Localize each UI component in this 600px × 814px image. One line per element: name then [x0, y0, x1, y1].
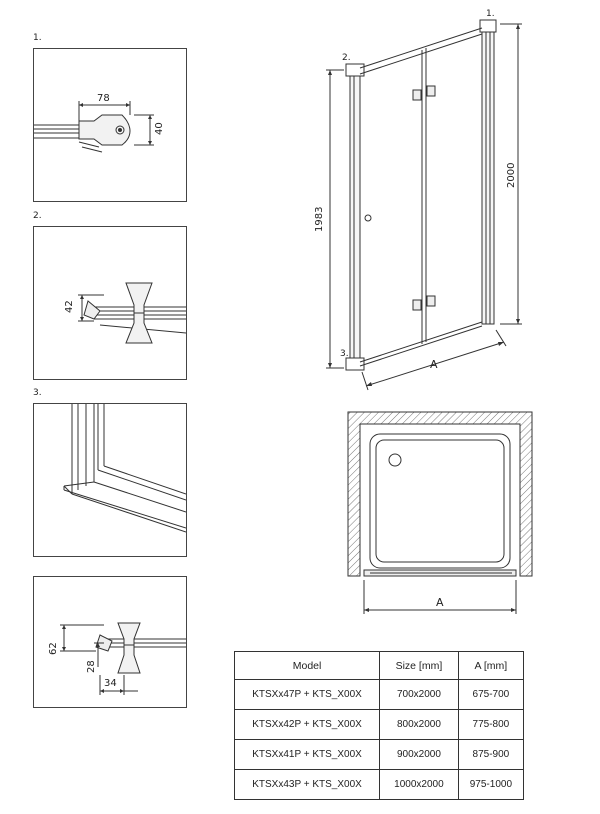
door-height-left: 1983: [314, 207, 325, 232]
detail-1-box: 78 40: [33, 48, 187, 202]
table-row: KTSXx41P + KTS_X00X 900x2000 875-900: [233, 739, 525, 770]
detail-2-dim: 42: [64, 300, 75, 313]
table-header-row: Model Size [mm] A [mm]: [233, 651, 525, 680]
detail-4-box: 62 28 34: [33, 576, 187, 708]
detail-2-label: 2.: [33, 211, 42, 221]
table-header-model: Model: [233, 651, 381, 680]
door-elevation-drawing: 1. 2. 3. 1983 2000 A: [314, 9, 522, 391]
detail-2-box: 42: [33, 226, 187, 380]
door-elevation: 1. 2. 3. 1983 2000 A: [300, 0, 540, 400]
table-cell-model: KTSXx42P + KTS_X00X: [233, 709, 381, 740]
plan-view: A: [340, 408, 540, 620]
detail-2-drawing: 42: [64, 282, 186, 344]
detail-3-box: [33, 403, 187, 557]
detail-1-dim-height: 40: [154, 122, 165, 135]
door-callout-1: 1.: [486, 9, 495, 19]
plan-width-label: A: [436, 596, 444, 609]
detail-1-label: 1.: [33, 33, 42, 43]
table-row: KTSXx42P + KTS_X00X 800x2000 775-800: [233, 709, 525, 740]
spec-table: Model Size [mm] A [mm] KTSXx47P + KTS_X0…: [233, 651, 525, 800]
detail-1-dim-width: 78: [97, 93, 110, 104]
table-cell-a: 875-900: [457, 739, 525, 770]
table-cell-a: 775-800: [457, 709, 525, 740]
table-cell-size: 1000x2000: [379, 769, 459, 800]
detail-4-dim-a: 62: [48, 642, 59, 655]
table-cell-model: KTSXx47P + KTS_X00X: [233, 679, 381, 710]
table-cell-size: 800x2000: [379, 709, 459, 740]
table-cell-size: 900x2000: [379, 739, 459, 770]
detail-4-dim-c: 34: [104, 678, 117, 689]
table-header-a: A [mm]: [457, 651, 525, 680]
door-callout-2: 2.: [342, 53, 351, 63]
door-callout-3: 3.: [340, 349, 349, 359]
detail-4-drawing: 62 28 34: [48, 622, 186, 695]
detail-3-label: 3.: [33, 388, 42, 398]
table-header-size: Size [mm]: [379, 651, 459, 680]
door-height-right: 2000: [506, 163, 517, 188]
table-cell-model: KTSXx41P + KTS_X00X: [233, 739, 381, 770]
table-cell-a: 975-1000: [457, 769, 525, 800]
detail-1-drawing: 78 40: [34, 93, 165, 153]
table-cell-model: KTSXx43P + KTS_X00X: [233, 769, 381, 800]
door-width-label: A: [430, 358, 438, 371]
detail-4-dim-b: 28: [86, 660, 97, 673]
table-row: KTSXx43P + KTS_X00X 1000x2000 975-1000: [233, 769, 525, 800]
table-row: KTSXx47P + KTS_X00X 700x2000 675-700: [233, 679, 525, 710]
detail-3-drawing: [63, 404, 186, 533]
table-cell-a: 675-700: [457, 679, 525, 710]
plan-view-drawing: A: [347, 411, 533, 614]
table-cell-size: 700x2000: [379, 679, 459, 710]
